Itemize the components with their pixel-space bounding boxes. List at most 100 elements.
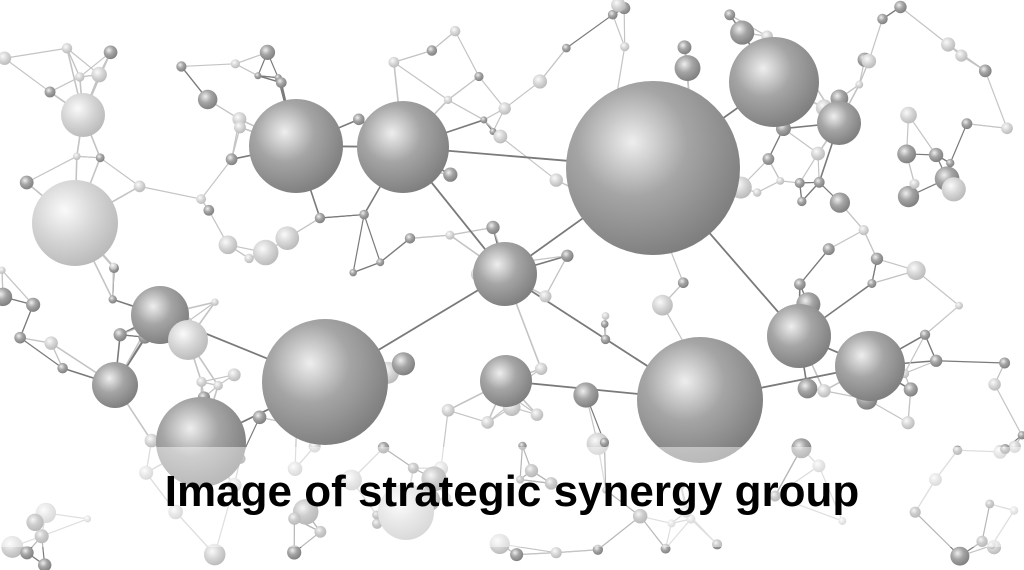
network-node <box>941 37 956 52</box>
network-node <box>26 297 41 312</box>
network-node <box>376 258 385 267</box>
network-edge <box>19 337 63 369</box>
network-node <box>791 438 812 459</box>
network-node <box>817 101 861 145</box>
network-edge <box>957 449 1001 453</box>
network-node <box>987 541 996 550</box>
network-node <box>767 304 831 368</box>
network-node <box>724 9 736 21</box>
network-node <box>677 277 689 289</box>
network-edge <box>868 18 884 62</box>
network-node <box>407 462 419 474</box>
network-node <box>0 51 12 65</box>
network-node <box>480 116 488 124</box>
network-edge <box>26 155 78 184</box>
network-node <box>950 546 970 566</box>
network-node <box>314 212 326 224</box>
network-edge <box>665 518 692 550</box>
network-edge <box>4 57 51 93</box>
network-node <box>776 176 785 185</box>
network-node <box>978 64 992 78</box>
network-node <box>600 334 611 345</box>
network-edge <box>981 503 991 542</box>
network-node <box>441 493 452 503</box>
network-node <box>445 230 455 240</box>
network-node <box>287 545 302 560</box>
network-node <box>867 278 877 288</box>
network-edge <box>393 61 449 101</box>
network-node <box>901 416 915 430</box>
network-edge <box>1 269 34 306</box>
network-node <box>388 56 400 68</box>
network-node <box>897 144 917 164</box>
network-edge <box>478 76 506 109</box>
network-node <box>955 301 963 310</box>
network-node <box>103 45 118 60</box>
network-node <box>829 192 851 213</box>
network-node <box>108 295 117 304</box>
network-edge <box>409 234 450 239</box>
network-node <box>562 43 571 53</box>
network-node <box>952 445 963 456</box>
caption-text: Image of strategic synergy group <box>164 467 860 516</box>
network-node <box>443 95 453 105</box>
network-edge <box>544 255 568 297</box>
network-node <box>249 99 343 193</box>
network-node <box>602 486 610 494</box>
network-node <box>929 354 943 367</box>
network-edge <box>447 409 488 424</box>
network-node <box>769 490 781 502</box>
network-node <box>32 180 118 266</box>
network-node <box>92 362 138 408</box>
network-node <box>44 336 58 350</box>
network-edge <box>66 48 81 78</box>
network-node <box>38 558 52 570</box>
network-node <box>794 278 806 290</box>
network-node <box>897 185 920 208</box>
network-node <box>611 0 626 13</box>
network-node <box>680 506 692 518</box>
network-node <box>928 147 944 163</box>
network-node <box>817 384 831 398</box>
network-node <box>858 225 869 236</box>
network-node <box>225 153 238 166</box>
network-node <box>139 465 154 480</box>
network-node <box>349 268 357 277</box>
network-node <box>211 298 219 306</box>
network-node <box>441 403 455 417</box>
network-node <box>1000 444 1011 455</box>
network-node <box>57 362 68 374</box>
network-edge <box>556 549 598 554</box>
network-node <box>677 40 692 55</box>
network-node <box>287 461 303 477</box>
network-edge <box>319 213 365 219</box>
network-node <box>480 355 532 407</box>
network-edge <box>504 80 541 109</box>
network-node <box>712 539 723 550</box>
network-node <box>341 469 362 491</box>
network-node <box>870 252 884 265</box>
network-node <box>592 544 604 555</box>
network-node <box>275 77 287 88</box>
network-node <box>75 72 85 82</box>
network-node <box>607 9 618 20</box>
network-node <box>510 548 524 562</box>
network-node <box>550 547 562 559</box>
network-node <box>233 121 246 134</box>
network-node <box>906 261 926 281</box>
network-node <box>1017 431 1024 440</box>
network-node <box>481 416 494 429</box>
network-node <box>391 352 415 376</box>
network-node <box>877 13 888 25</box>
network-node <box>61 93 105 137</box>
network-node <box>903 382 918 397</box>
network-node <box>1001 122 1013 135</box>
network-edge <box>214 484 235 555</box>
network-node <box>218 235 238 255</box>
network-node <box>600 320 609 328</box>
network-edge <box>519 445 524 480</box>
network-node <box>1009 506 1019 515</box>
network-edge <box>393 49 433 63</box>
network-node <box>203 543 226 566</box>
